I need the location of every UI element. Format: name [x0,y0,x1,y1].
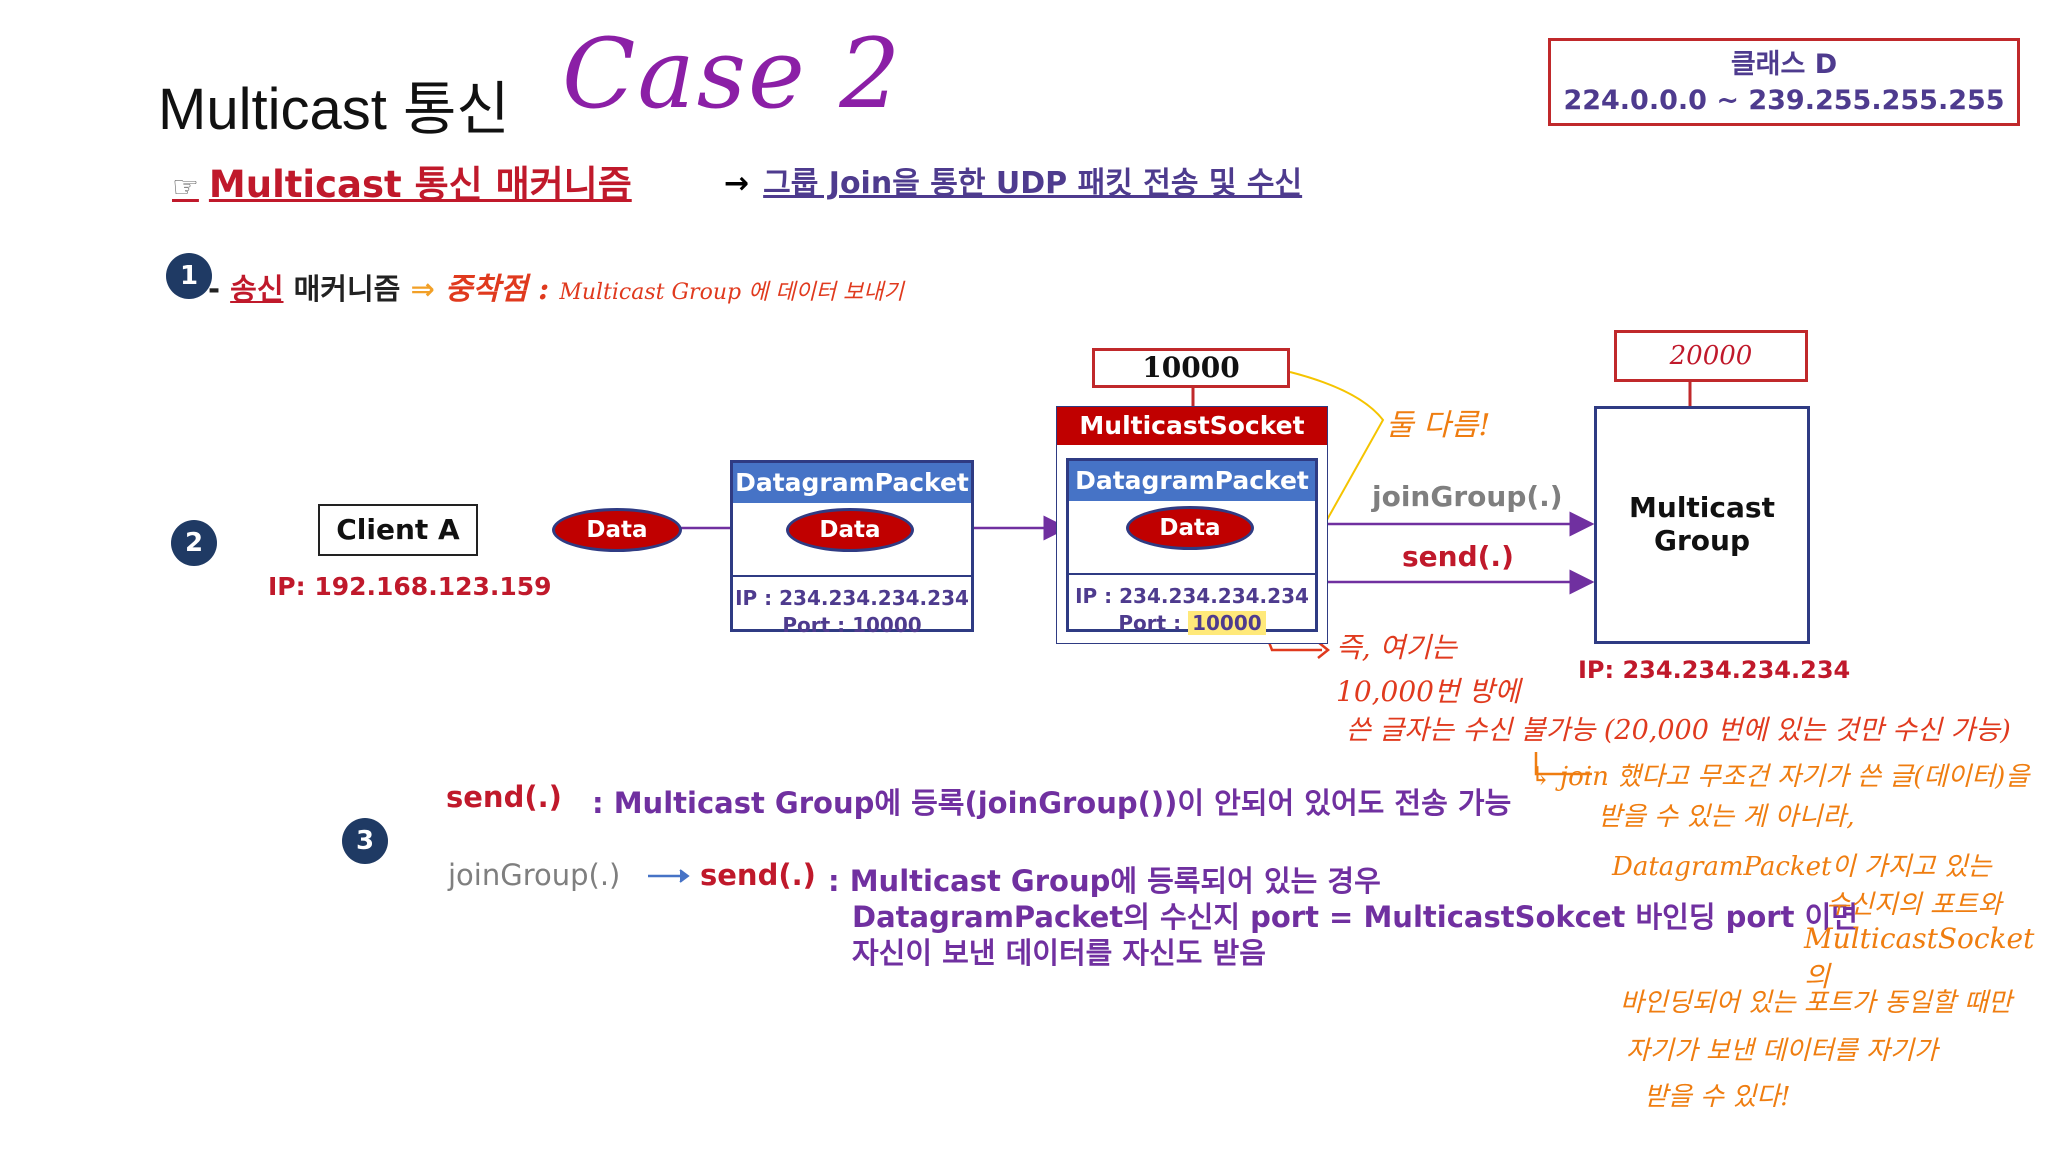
side-note-5: MulticastSocket의 [1804,922,2035,993]
step-1-mechanism: 매커니즘 [283,272,401,306]
note-port-2: 10,000번 방에 [1336,675,1521,708]
group-line-2: Group [1653,524,1750,557]
multicast-socket-title: MulticastSocket [1057,407,1327,445]
step-3-send-label-2: send(.) [700,858,816,892]
class-d-box: 클래스 D 224.0.0.0 ~ 239.255.255.255 [1548,38,2020,126]
step-3-arrowhead [679,869,690,883]
step-3-desc-1: : Multicast Group에 등록되어 있는 경우 [828,864,1381,898]
step-2-badge: 2 [171,520,217,566]
packet-divider [733,575,971,577]
packet-port-value: 10000 [852,613,922,637]
socket-datagram-packet-title: DatagramPacket [1069,461,1315,501]
packet-port-label: Port : [782,613,853,637]
side-note-1: ↳ join 했다고 무조건 자기가 쓴 글(데이터)을 [1530,762,2030,792]
group-port-box: 20000 [1614,330,1808,382]
side-note-6: 바인딩되어 있는 포트가 동일할 때만 [1620,988,2012,1018]
group-ip: IP: 234.234.234.234 [1578,656,1851,684]
packet-port-line: Port : 10000 [733,612,971,639]
side-note-3: DatagramPacket이 가지고 있는 [1612,852,1992,882]
side-note-2: 받을 수 있는 게 아니라, [1598,802,1855,832]
datagram-packet-title: DatagramPacket [733,463,971,503]
step-1-text: - 송신 매커니즘 ⇒ 중착점 : Multicast Group 에 데이터 … [208,264,904,308]
right-arrow-icon: → [724,166,750,201]
multicast-group-box: Multicast Group [1594,406,1810,644]
group-line-1: Multicast [1629,491,1775,524]
side-note-7: 자기가 보낸 데이터를 자기가 [1626,1036,1938,1066]
step-1-prefix: - [208,272,231,306]
packet-ip: IP : 234.234.234.234 [735,586,969,610]
socket-packet-port-value: 10000 [1188,611,1266,635]
step-3-desc-2: DatagramPacket의 수신지 port = MulticastSokc… [852,900,1858,934]
join-group-label: joinGroup(.) [1372,480,1563,513]
class-d-title: 클래스 D [1730,49,1838,80]
packet-data-ellipse: Data [786,508,914,552]
socket-packet-ip: IP : 234.234.234.234 [1075,584,1309,608]
datagram-packet-box: DatagramPacket IP : 234.234.234.234 Port… [730,460,974,637]
data-ellipse: Data [552,508,682,552]
step-1-badge: 1 [166,253,212,299]
step-1-note: Multicast Group 에 데이터 보내기 [559,280,904,305]
subtitle-desc-text: 그룹 Join을 통한 UDP 패킷 전송 및 수신 [763,166,1303,201]
page-title: Multicast 통신 [158,77,510,142]
step-3-join-label: joinGroup(.) [448,858,621,892]
yellow-pointer-line [1281,371,1385,601]
socket-packet-port-label: Port : [1118,611,1189,635]
send-label: send(.) [1402,540,1514,573]
note-different: 둘 다름! [1386,408,1491,443]
pointing-hand-icon: ☞ [172,170,199,205]
socket-port-box: 10000 [1092,348,1290,388]
subtitle: ☞ Multicast 통신 매커니즘 [172,154,632,208]
step-3-send-label: send(.) [446,780,562,814]
note-port-1: 즉, 여기는 [1336,631,1457,664]
orange-note-arrow [1534,752,1592,776]
case-label: Case 2 [562,18,903,130]
subtitle-text: Multicast 통신 매커니즘 [208,163,632,206]
socket-data-ellipse: Data [1126,506,1254,550]
red-note-arrowhead [1317,641,1331,659]
step-1-focus: 중착점 : [444,272,550,307]
step-3-badge: 3 [342,818,388,864]
step-1-arrow-icon: ⇒ [410,272,435,306]
client-a-box: Client A [318,504,478,556]
subtitle-desc: → 그룹 Join을 통한 UDP 패킷 전송 및 수신 [724,158,1302,202]
step-3-desc-3: 자신이 보낸 데이터를 자신도 받음 [852,936,1266,970]
side-note-4: 수신지의 포트와 [1826,890,2002,920]
note-port-3: 쓴 글자는 수신 불가능 (20,000 번에 있는 것만 수신 가능) [1346,715,2011,746]
class-d-range: 224.0.0.0 ~ 239.255.255.255 [1563,85,2005,116]
step-3-send-desc: : Multicast Group에 등록(joinGroup())이 안되어 … [592,786,1512,820]
client-ip: IP: 192.168.123.159 [268,572,552,601]
side-note-8: 받을 수 있다! [1644,1082,1791,1112]
socket-packet-divider [1069,573,1315,575]
step-1-send-word: 송신 [230,272,284,306]
socket-packet-port-line: Port : 10000 [1069,610,1315,637]
